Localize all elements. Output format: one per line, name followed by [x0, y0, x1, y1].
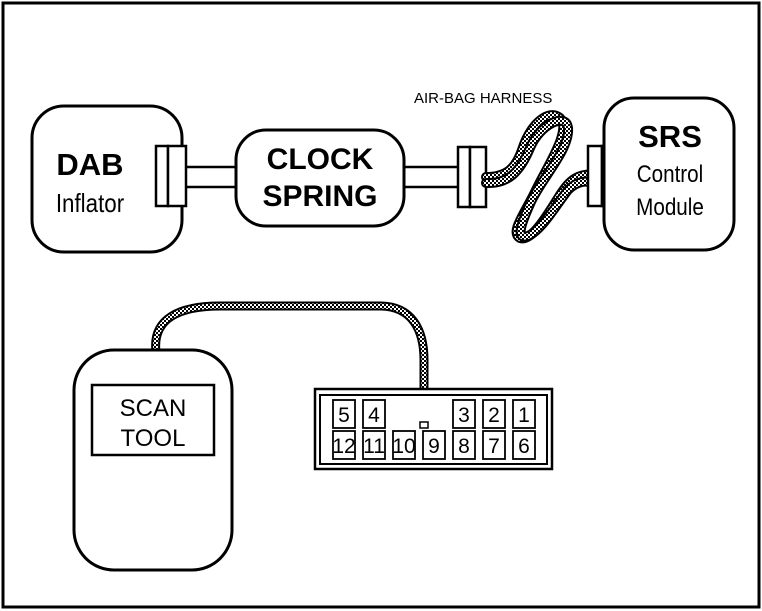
connector-pin-label: 7 [488, 435, 500, 458]
air-bag-harness [481, 110, 605, 244]
connector-pin-label: 9 [428, 435, 440, 458]
dab-title: DAB [56, 147, 123, 182]
connector-pin-cell [512, 430, 536, 460]
connector-pin-cell [452, 399, 476, 429]
clock-spring-box [234, 128, 406, 228]
srs-line3: Module [636, 194, 704, 221]
srs-title: SRS [638, 119, 702, 154]
clock-spring-line1: CLOCK [267, 143, 374, 176]
scan-tool-line1: SCAN [120, 395, 187, 422]
connector-pin-cell [362, 399, 386, 429]
connector-pin-label: 2 [488, 404, 500, 427]
connector-pin-label: 3 [458, 404, 470, 427]
connector-pin-label: 1 [518, 404, 530, 427]
connector-pin-cell [362, 430, 386, 460]
clock-spring-line2: SPRING [262, 180, 377, 213]
connector-pin-label: 10 [392, 435, 415, 458]
connector-pin-cell [422, 430, 446, 460]
connector-pin-label: 12 [332, 435, 355, 458]
connector-pin-cell [512, 399, 536, 429]
harness-connector-left [456, 145, 488, 209]
scan-tool: SCAN TOOL [72, 348, 234, 572]
scan-tool-screen [90, 383, 216, 457]
srs-line2: Control [637, 161, 704, 188]
harness-label: AIR-BAG HARNESS [414, 90, 552, 107]
clockspring-to-harness-cable [404, 165, 458, 189]
connector-pin-cell [332, 399, 356, 429]
scan-tool-body [72, 348, 234, 572]
dab-subtitle: Inflator [56, 189, 124, 218]
clock-spring: CLOCK SPRING [234, 128, 406, 228]
connector-pin-cell [482, 430, 506, 460]
connector-pin-label: 4 [368, 404, 380, 427]
connector-key-notch [419, 421, 429, 429]
connector-pin-cell [332, 430, 356, 460]
dab-inflator: DAB Inflator [30, 104, 184, 254]
connector-pin-label: 8 [458, 435, 470, 458]
connector-pin-cell [392, 430, 416, 460]
scan-tool-line2: TOOL [121, 425, 186, 452]
srs-module-box [602, 96, 736, 252]
connector-pin-cell [452, 430, 476, 460]
srs-control-module: SRS Control Module [602, 96, 736, 252]
connector-pin-label: 6 [518, 435, 530, 458]
connector-pin-cell [482, 399, 506, 429]
connector-pin-label: 11 [363, 435, 385, 458]
connector-pin-label: 5 [338, 404, 350, 427]
scan-tool-cable [151, 301, 429, 395]
dab-connector [154, 144, 188, 208]
dab-to-clockspring-cable [186, 165, 238, 189]
